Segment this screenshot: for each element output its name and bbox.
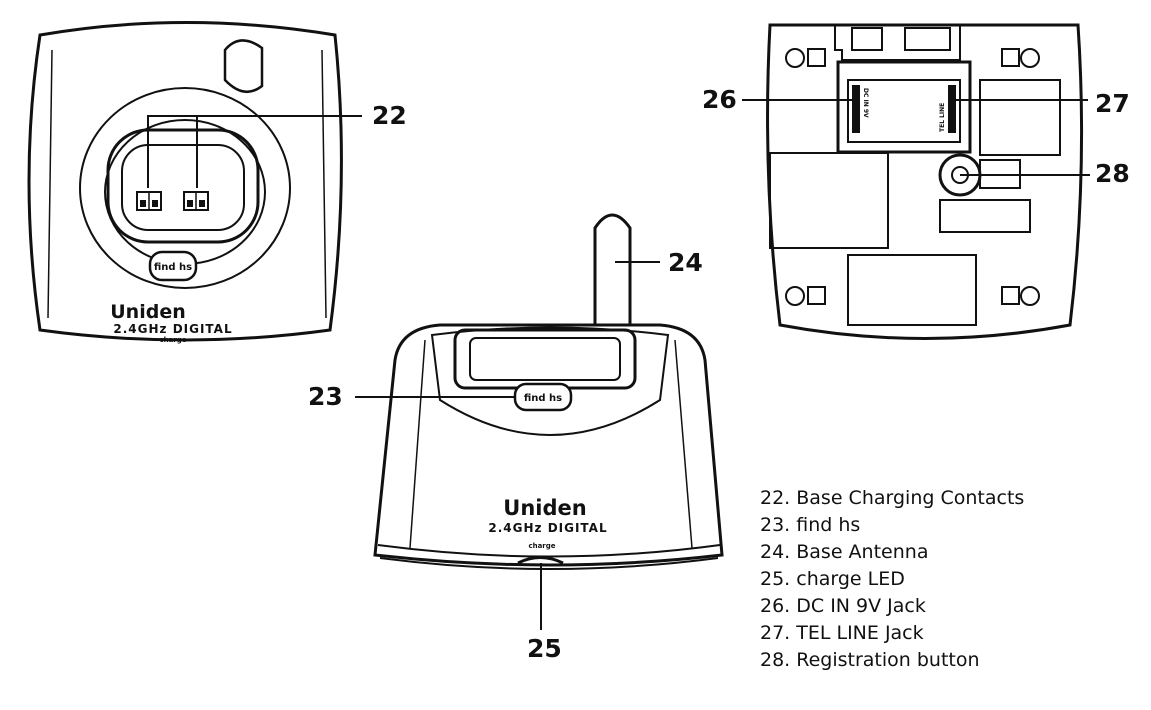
charge-label-top: charge: [159, 336, 186, 344]
dc-in-label: DC IN 9V: [862, 88, 869, 118]
model-line-top: 2.4GHz DIGITAL: [113, 322, 232, 336]
model-line-front: 2.4GHz DIGITAL: [488, 521, 607, 535]
tel-line-label: TEL LINE: [939, 103, 946, 132]
tel-line-jack: TEL LINE: [939, 85, 956, 133]
brand-logo-top: Uniden: [110, 301, 185, 323]
legend-item-23: 23. find hs: [760, 512, 1024, 539]
base-top-view: find hs Uniden 2.4GHz DIGITAL charge 22: [29, 23, 407, 345]
callout-23: 23: [308, 382, 343, 411]
base-front-view: 24 find hs Uniden 2.4GHz DIGITAL charge …: [308, 215, 722, 663]
callout-25: 25: [527, 634, 562, 663]
callout-28: 28: [1095, 159, 1130, 188]
legend-item-27: 27. TEL LINE Jack: [760, 620, 1024, 647]
find-hs-label: find hs: [524, 393, 562, 404]
brand-logo-front: Uniden: [503, 496, 586, 520]
find-hs-label-top: find hs: [154, 262, 192, 273]
charging-contacts: [137, 192, 208, 210]
callout-26: 26: [702, 85, 737, 114]
antenna-stub: [225, 40, 262, 91]
base-bottom-view: DC IN 9V TEL LINE 26 27 28: [702, 25, 1130, 339]
callout-22: 22: [372, 101, 407, 130]
base-antenna: [595, 215, 630, 325]
legend-item-24: 24. Base Antenna: [760, 539, 1024, 566]
legend-item-26: 26. DC IN 9V Jack: [760, 593, 1024, 620]
charge-label-front: charge: [528, 542, 555, 550]
callout-24: 24: [668, 248, 703, 277]
legend-item-22: 22. Base Charging Contacts: [760, 485, 1024, 512]
callout-27: 27: [1095, 89, 1130, 118]
rubber-feet: [786, 49, 1039, 305]
charge-led: [518, 558, 563, 564]
legend-item-28: 28. Registration button: [760, 647, 1024, 674]
legend-item-25: 25. charge LED: [760, 566, 1024, 593]
parts-legend: 22. Base Charging Contacts 23. find hs 2…: [760, 485, 1024, 674]
dc-in-jack: DC IN 9V: [852, 85, 869, 133]
